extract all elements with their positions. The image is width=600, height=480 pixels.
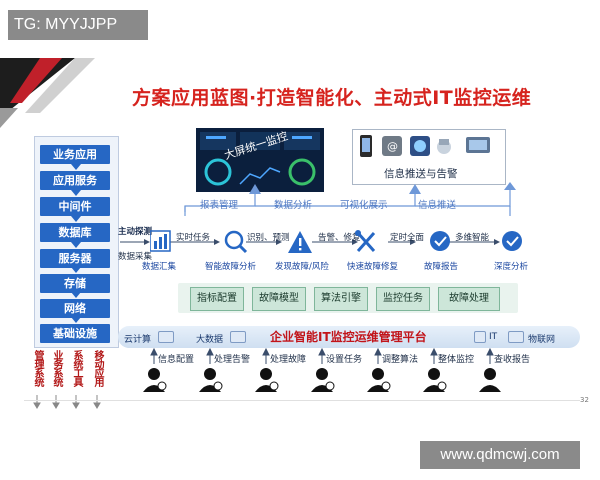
platform-it: IT xyxy=(489,332,498,342)
warning-icon xyxy=(288,231,312,253)
bar-chart-icon xyxy=(150,230,171,252)
engine-fault-model: 故障模型 xyxy=(252,287,306,311)
stack-layer-business-app: 业务应用 xyxy=(40,145,110,164)
check-circle-icon-1 xyxy=(430,231,450,251)
monitor-dashboard-image xyxy=(196,128,324,192)
role-set-task: 设置任务 xyxy=(326,355,363,365)
role-info-config: 信息配置 xyxy=(158,355,195,365)
stack-layer-app-service: 应用服务 xyxy=(40,171,110,190)
check-circle-icon-2 xyxy=(502,231,522,251)
platform-title: 企业智能IT监控运维管理平台 xyxy=(270,330,427,344)
step-fault-report: 故障报告 xyxy=(424,262,459,272)
step-data-aggregation: 数据汇集 xyxy=(142,262,177,272)
flow-label-active-probe: 主动探测 xyxy=(118,227,153,237)
engine-algorithm: 算法引擎 xyxy=(314,287,368,311)
system-label-management: 管理系统 xyxy=(32,350,43,386)
wrench-icon xyxy=(355,230,376,252)
role-overall-monitor: 整体监控 xyxy=(438,355,475,365)
stack-layer-infrastructure: 基础设施 xyxy=(40,324,110,343)
role-arrows xyxy=(150,348,494,364)
flow-label-alarm-repair: 告警、修复 xyxy=(318,233,361,243)
step-fast-repair: 快速故障修复 xyxy=(347,262,399,272)
step-smart-analysis: 智能故障分析 xyxy=(205,262,257,272)
up-label-reports: 报表管理 xyxy=(200,200,239,211)
stack-layer-server: 服务器 xyxy=(40,249,110,268)
step-icons xyxy=(150,230,522,254)
server-icon xyxy=(474,331,486,343)
database-icon xyxy=(230,331,246,343)
alert-caption: 信息推送与告警 xyxy=(384,168,458,180)
system-label-business: 业务系统 xyxy=(51,350,62,386)
cloud-icon xyxy=(158,331,174,343)
platform-cloud: 云计算 xyxy=(124,335,152,345)
system-label-mobile: 移动应用 xyxy=(92,350,103,386)
stack-layer-middleware: 中间件 xyxy=(40,197,110,216)
flow-label-identify-predict: 识别、预测 xyxy=(247,233,290,243)
system-down-arrows xyxy=(33,395,101,409)
up-label-push: 信息推送 xyxy=(418,200,457,211)
up-label-visualization: 可视化展示 xyxy=(340,200,388,211)
upward-arrows xyxy=(184,182,516,216)
engine-monitor-task: 监控任务 xyxy=(376,287,430,311)
watermark-top: TG: MYYJJPP xyxy=(8,10,148,40)
engine-fault-handling: 故障处理 xyxy=(438,287,500,311)
role-adjust-algorithm: 调整算法 xyxy=(382,355,419,365)
role-handle-alarm: 处理告警 xyxy=(214,355,251,365)
magnifier-icon xyxy=(224,230,248,254)
up-label-analysis: 数据分析 xyxy=(274,200,313,211)
flow-label-realtime-task: 实时任务 xyxy=(176,233,211,243)
stack-layer-storage: 存储 xyxy=(40,274,110,293)
role-handle-fault: 处理故障 xyxy=(270,355,307,365)
svg-text:@: @ xyxy=(387,140,398,153)
platform-bigdata: 大数据 xyxy=(196,335,224,345)
role-receive-report: 查收报告 xyxy=(494,355,531,365)
engine-metric-config: 指标配置 xyxy=(190,287,244,311)
step-deep-analysis: 深度分析 xyxy=(494,262,529,272)
stack-layer-network: 网络 xyxy=(40,299,110,318)
flow-label-scheduled-full: 定时全面 xyxy=(390,233,425,243)
corner-stripes-decoration xyxy=(0,58,95,128)
page-title: 方案应用蓝图·打造智能化、主动式IT监控运维 xyxy=(132,87,532,109)
stack-layer-database: 数据库 xyxy=(40,223,110,242)
person-icons xyxy=(143,368,501,392)
step-find-fault-risk: 发现故障/风险 xyxy=(275,262,329,272)
alert-device-icons: @ xyxy=(360,135,490,157)
platform-iot: 物联网 xyxy=(528,335,556,345)
stack-arrows xyxy=(71,164,81,323)
iot-icon xyxy=(508,331,524,343)
system-label-tools: 系统工具 xyxy=(71,350,82,386)
person-icon-7 xyxy=(479,368,501,392)
bottom-divider xyxy=(24,400,580,401)
flow-label-data-collection: 数据采集 xyxy=(118,252,153,262)
page-number: 32 xyxy=(580,396,589,404)
watermark-bottom: www.qdmcwj.com xyxy=(420,441,580,469)
flow-label-multidim-smart: 多维智能 xyxy=(455,233,490,243)
